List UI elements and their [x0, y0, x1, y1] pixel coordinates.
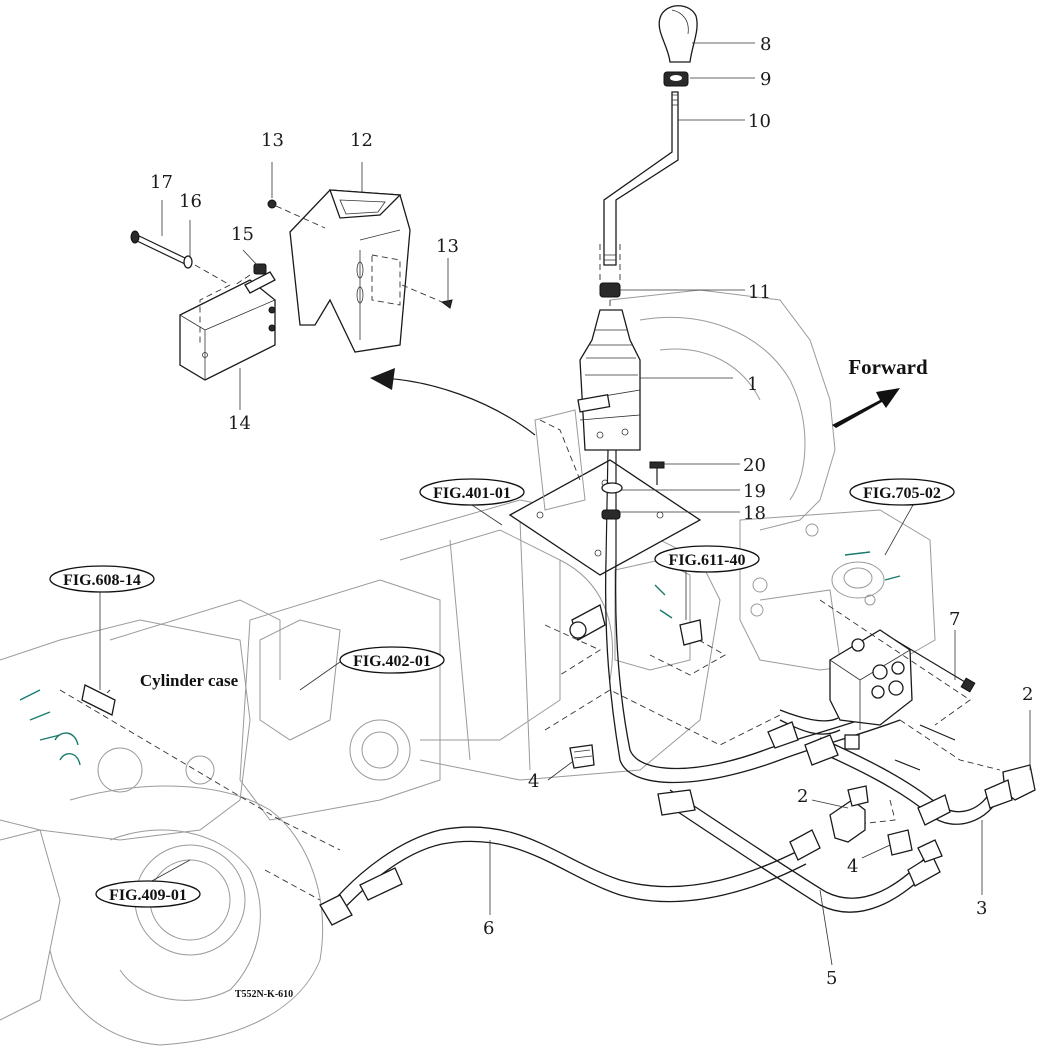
- callout-2a: 2: [1022, 684, 1033, 705]
- callout-6: 6: [483, 918, 494, 939]
- shift-lever-rod: [603, 91, 679, 266]
- callout-7: 7: [949, 609, 960, 630]
- callout-10: 10: [748, 111, 771, 132]
- callout-3: 3: [976, 898, 987, 919]
- callout-4b: 4: [847, 856, 858, 877]
- lock-nut: [599, 282, 621, 298]
- callout-15: 15: [231, 224, 254, 245]
- callout-numbers: 1 2 2 3 4 4 5 6 7 8 9 10 11 12 13 13 14 …: [150, 34, 1033, 989]
- hoses: [319, 709, 1013, 926]
- svg-text:FIG.409-01: FIG.409-01: [109, 887, 187, 904]
- callout-13b: 13: [436, 236, 459, 257]
- callout-8: 8: [760, 34, 771, 55]
- svg-text:FIG.608-14: FIG.608-14: [63, 572, 141, 589]
- figref-705-02: FIG.705-02: [849, 478, 955, 506]
- console-brackets: [130, 189, 453, 381]
- callout-20: 20: [743, 455, 766, 476]
- callout-2b: 2: [797, 786, 808, 807]
- dashed-guides: [59, 599, 1001, 901]
- svg-text:FIG.401-01: FIG.401-01: [433, 485, 511, 502]
- callout-16: 16: [179, 191, 202, 212]
- cylinder-case-label: Cylinder case: [140, 671, 239, 690]
- svg-text:FIG.611-40: FIG.611-40: [669, 552, 746, 569]
- figref-401-01: FIG.401-01: [419, 478, 525, 506]
- bracket-14: [179, 279, 276, 381]
- callout-13a: 13: [261, 130, 284, 151]
- callout-17: 17: [150, 172, 173, 193]
- callout-18: 18: [743, 503, 766, 524]
- shift-knob: [658, 5, 698, 63]
- svg-text:FIG.402-01: FIG.402-01: [353, 653, 431, 670]
- leader-lines: [99, 42, 1031, 966]
- control-valve: [829, 629, 976, 771]
- svg-text:FIG.705-02: FIG.705-02: [863, 485, 941, 502]
- drawing-code: T552N-K-610: [235, 989, 293, 1000]
- transmission-housing: [0, 289, 936, 1046]
- callout-11: 11: [748, 282, 771, 303]
- callout-12: 12: [350, 130, 373, 151]
- callout-19: 19: [743, 481, 766, 502]
- figref-608-14: FIG.608-14: [49, 565, 155, 593]
- callout-5: 5: [826, 968, 837, 989]
- figref-402-01: FIG.402-01: [339, 646, 445, 674]
- curved-arrow-head: [370, 368, 395, 390]
- figure-refs: FIG.401-01 FIG.705-02 FIG.611-40 FIG.608…: [49, 478, 955, 908]
- shift-boot-body: [579, 309, 641, 451]
- shift-lever-assembly: [577, 5, 698, 561]
- figref-409-01: FIG.409-01: [95, 880, 201, 908]
- callout-14: 14: [228, 413, 251, 434]
- callout-9: 9: [760, 69, 771, 90]
- forward-arrow: [832, 388, 900, 428]
- figref-611-40: FIG.611-40: [654, 545, 760, 573]
- callout-1: 1: [747, 374, 758, 395]
- callout-4a: 4: [528, 771, 539, 792]
- forward-label: Forward: [848, 355, 928, 379]
